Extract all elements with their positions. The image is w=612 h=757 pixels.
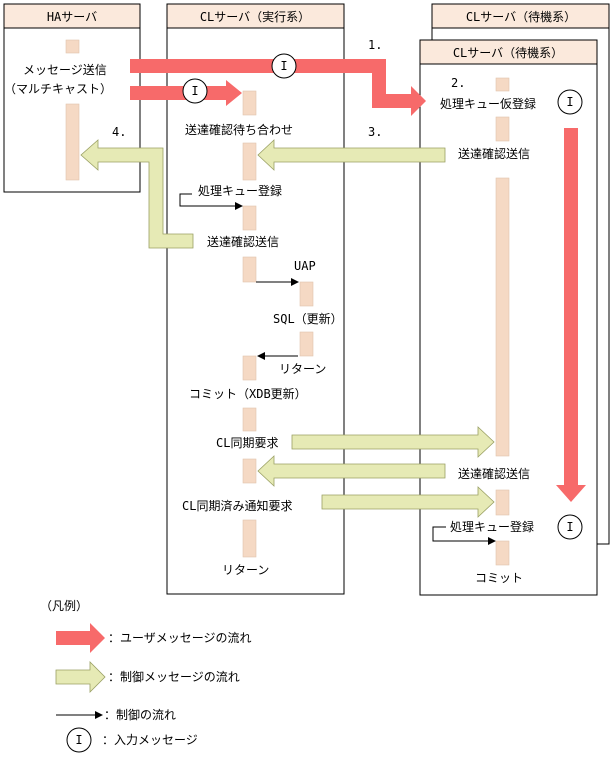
legend-control-msg-label: ：制御メッセージの流れ — [108, 669, 240, 684]
queue-temp-reg-label: 処理キュー仮登録 — [440, 96, 536, 111]
step-3: 3. — [368, 125, 382, 139]
return-final-label: リターン — [222, 563, 269, 577]
active-activation-6 — [242, 407, 257, 432]
ha-server-title: HAサーバ — [47, 10, 97, 24]
active-activation-1 — [242, 90, 257, 116]
cl-sync-done-req-label: CL同期済み通知要求 — [182, 498, 292, 513]
step-4: 4. — [112, 125, 126, 139]
active-queue-flow — [179, 193, 243, 210]
legend-control-flow-label: ：制御の流れ — [104, 707, 176, 722]
input-marker-red-line: I — [271, 53, 297, 79]
ack-wait-label: 送達確認待ち合わせ — [185, 122, 293, 137]
queue-reg-standby-label: 処理キュー登録 — [450, 519, 534, 534]
active-activation-5 — [242, 355, 257, 381]
cl-sync-req-arrow — [291, 426, 495, 458]
msg-send-label-2: （マルチキャスト） — [4, 82, 112, 96]
legend-input-marker-label: I — [75, 733, 82, 747]
user-msg-arrow-standby-down — [556, 128, 586, 502]
step-2: 2. — [451, 76, 465, 90]
input-marker-label: I — [280, 59, 287, 73]
legend-input-msg-label: ：入力メッセージ — [102, 733, 198, 747]
ack-arrow-active-to-ha — [80, 139, 194, 249]
legend-user-arrow — [56, 623, 105, 653]
legend-input-marker — [66, 727, 92, 753]
uap-activation-1 — [299, 281, 314, 307]
active-activation-8 — [242, 519, 257, 558]
cl-standby-server-title: CLサーバ（待機系） — [453, 45, 563, 60]
control-flow-lines — [179, 193, 496, 545]
input-marker-standby-temp: I — [557, 89, 583, 115]
queue-reg-active-label: 処理キュー登録 — [198, 183, 282, 198]
standby-activation-2 — [495, 116, 510, 142]
legend-title: （凡例） — [40, 599, 88, 613]
ack-arrow-standby-to-active-2 — [257, 455, 446, 487]
legend-user-flow-label: ：ユーザメッセージの流れ — [108, 631, 252, 645]
active-activation-2 — [242, 142, 257, 181]
ack-send-standby-label-2: 送達確認送信 — [458, 466, 530, 481]
cl-sync-done-arrow — [321, 486, 495, 518]
uap-activation-2 — [299, 331, 314, 357]
input-marker-label: I — [566, 95, 573, 109]
standby-activation-3 — [495, 177, 510, 457]
standby-activation-5 — [495, 540, 510, 566]
commit-standby-label: コミット — [475, 571, 523, 585]
input-message-markers: I I I I — [182, 53, 583, 540]
ack-send-active-label: 送達確認送信 — [207, 234, 279, 249]
input-marker-label: I — [566, 520, 573, 534]
input-marker-active: I — [182, 78, 208, 104]
legend: （凡例） ：ユーザメッセージの流れ ：制御メッセージの流れ ：制御の流れ I ：… — [40, 599, 252, 753]
control-arrows — [80, 139, 495, 518]
return-uap-label: リターン — [279, 362, 326, 376]
commit-xdb-label: コミット（XDB更新） — [189, 386, 307, 401]
input-marker-label: I — [191, 84, 198, 98]
standby-queue-flow — [432, 526, 496, 545]
active-activation-4 — [242, 256, 257, 283]
uap-label: UAP — [294, 259, 316, 273]
cl-standby-server-back-title: CLサーバ（待機系） — [466, 9, 576, 24]
msg-send-label-1: メッセージ送信 — [23, 62, 107, 77]
ha-activation-main — [65, 103, 80, 181]
standby-activation-4 — [495, 489, 510, 516]
active-activation-7 — [242, 458, 257, 484]
activation-bars — [65, 39, 510, 566]
standby-activation-1 — [495, 77, 510, 92]
input-marker-standby-reg: I — [557, 514, 583, 540]
cl-sync-req-label: CL同期要求 — [216, 436, 278, 450]
step-1: 1. — [368, 38, 382, 52]
cl-active-server-title: CLサーバ（実行系） — [200, 9, 310, 24]
active-activation-3 — [242, 205, 257, 231]
sql-label: SQL（更新） — [273, 311, 343, 326]
ack-send-standby-label-1: 送達確認送信 — [458, 146, 530, 161]
legend-control-msg-arrow — [55, 661, 106, 693]
ack-arrow-standby-to-active-1 — [257, 139, 446, 171]
ha-activation-top — [65, 39, 80, 54]
